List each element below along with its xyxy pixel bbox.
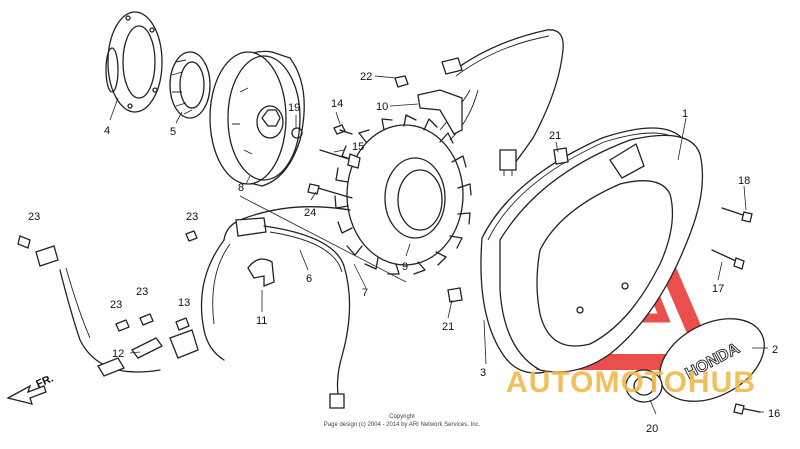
label-part-2: 2 (772, 344, 778, 356)
part-oil-seal-20 (625, 369, 663, 403)
copyright-block: Copyright Page design (c) 2004 - 2014 by… (324, 414, 481, 428)
label-part-20: 20 (646, 423, 658, 435)
bolt-16 (733, 403, 761, 415)
part-harness-6-7 (17, 206, 351, 409)
label-part-18: 18 (738, 175, 750, 187)
part-crankcase-cover-1 (499, 134, 704, 373)
part-flywheel-8 (209, 50, 305, 187)
label-part-23a: 23 (28, 211, 40, 223)
part-dowel-pin-21b (447, 287, 463, 303)
label-part-17: 17 (712, 283, 724, 295)
part-bracket-12-13 (115, 230, 199, 359)
part-wire-harness-top (441, 29, 564, 176)
label-part-5: 5 (170, 126, 176, 138)
watermark-text: AUTOMOTOHUB (506, 366, 756, 399)
label-part-12: 12 (112, 348, 124, 360)
label-part-21b: 21 (442, 321, 454, 333)
label-part-11: 11 (256, 315, 267, 327)
watermark-wordmark: AUTOMOTOHUB (506, 366, 756, 399)
label-part-19: 19 (288, 102, 300, 114)
bolt-14 (333, 124, 353, 135)
bolt-18 (721, 207, 753, 223)
label-part-22: 22 (360, 71, 372, 83)
label-part-6: 6 (306, 273, 312, 285)
part-bearing-5 (169, 51, 211, 119)
label-part-23b: 23 (186, 211, 198, 223)
label-part-3: 3 (480, 367, 486, 379)
part-cover-plate-2: HONDA (659, 318, 765, 402)
label-part-4: 4 (104, 125, 110, 137)
front-direction-arrow: FR. (6, 373, 55, 405)
label-part-14: 14 (331, 98, 343, 110)
part-stator-9 (334, 89, 479, 275)
label-part-8: 8 (238, 182, 244, 194)
label-part-16: 16 (768, 408, 780, 420)
part-labels: 4 5 8 19 9 10 22 14 15 24 6 7 11 23 23 2… (28, 71, 780, 435)
bolt-15 (319, 149, 361, 169)
label-part-24: 24 (304, 207, 316, 219)
part-gasket-4 (105, 11, 163, 113)
bolt-24 (307, 183, 353, 199)
bolt-17 (711, 249, 745, 270)
label-part-15: 15 (352, 141, 364, 153)
label-part-1: 1 (682, 108, 688, 120)
label-part-9: 9 (402, 261, 408, 273)
part-clip-11 (247, 258, 275, 287)
front-marker-text: FR. (34, 373, 55, 391)
label-part-23c: 23 (110, 299, 122, 311)
label-part-13: 13 (178, 297, 190, 309)
label-part-21a: 21 (549, 130, 561, 142)
copyright-line-2: Page design (c) 2004 - 2014 by ARI Netwo… (324, 422, 481, 428)
label-part-7: 7 (362, 287, 368, 299)
part-dowel-pin-21a (553, 147, 569, 165)
copyright-line-1: Copyright (389, 414, 415, 420)
leader-lines (109, 75, 768, 415)
part-pulser-10 (394, 75, 463, 135)
label-part-10: 10 (376, 101, 388, 113)
label-part-23d: 23 (136, 286, 148, 298)
